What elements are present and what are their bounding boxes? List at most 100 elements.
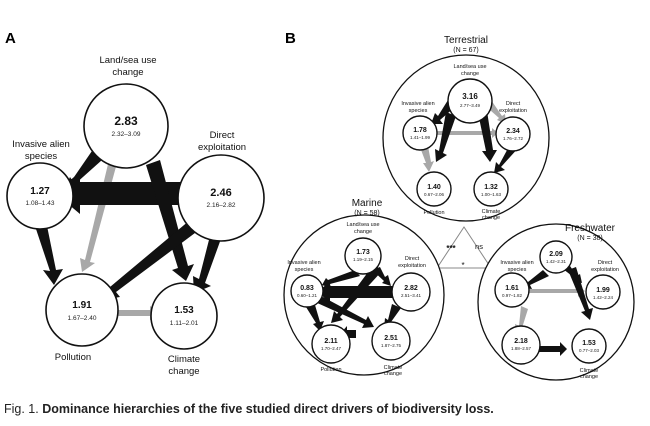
node-value: 1.27 [30,186,50,197]
node-ci: 1.88–2.57 [511,346,532,351]
node-a-direct: 2.46 2.16–2.82 [177,154,265,242]
node-value: 3.16 [462,92,478,101]
caption-fig-number: Fig. 1. [4,402,39,416]
label-m-direct-1: Direct [405,256,420,262]
node-ci: 1.67–2.40 [68,315,97,322]
node-value: 1.78 [413,127,427,134]
figure: A 2.83 2.32–3.09 Land/sea use change 2.4… [5,30,635,381]
label-t-climate-1: Climate [482,209,501,215]
label-f-climate-1: Climate [580,368,599,374]
node-value: 0.83 [300,285,314,292]
node-ci: 2.16–2.82 [207,202,236,209]
node-value: 2.83 [114,114,138,128]
title-freshwater: Freshwater [565,223,616,234]
caption-title: Dominance hierarchies of the five studie… [42,402,494,416]
node-ci: 0.60–1.21 [297,293,318,298]
node-value: 1.53 [174,305,194,316]
label-t-land-1: Land/sea use [453,64,486,70]
node-value: 1.53 [582,340,596,347]
panel-b-letter: B [285,30,296,47]
label-f-invasive-2: species [508,267,527,273]
node-value: 1.99 [596,287,610,294]
arrow-f-pollution-climate [537,342,567,356]
label-m-invasive-2: species [295,267,314,273]
node-ci: 1.08–1.43 [26,200,55,207]
label-m-climate-1: Climate [384,365,403,371]
arrow-t-land-climate [478,111,497,162]
node-t-climate: 1.32 1.00–1.63 [473,171,509,207]
label-m-pollution: Pollution [320,367,341,373]
arrow-land-to-pollution [80,160,117,272]
label-t-direct-1: Direct [506,101,521,107]
node-m-direct: 2.82 2.51–3.41 [391,272,431,312]
arrow-t-invasive-direct [436,128,498,138]
arrow-f-land-climate [568,267,593,320]
node-f-direct: 1.99 1.42–2.24 [585,274,621,310]
arrow-m-land-invasive [322,270,360,288]
node-value: 1.32 [484,184,498,191]
node-ci: 1.70–2.47 [321,346,342,351]
node-ci: 1.42–2.24 [593,295,614,300]
label-m-land-2: change [354,229,372,235]
panel-a: A 2.83 2.32–3.09 Land/sea use change 2.4… [5,30,265,377]
label-a-climate-2: change [168,366,199,377]
node-f-pollution: 2.18 1.88–2.57 [501,325,541,365]
node-ci: 0.77–2.03 [579,348,600,353]
label-a-invasive-2: species [25,151,57,162]
arrow-pollution-to-climate [116,306,160,320]
label-a-invasive-1: Invasive alien [12,139,70,150]
n-marine: (N = 58) [354,210,379,217]
node-ci: 1.19–2.15 [353,257,374,262]
n-terrestrial: (N = 67) [453,47,478,54]
arrow-m-invasive-pollution [306,305,324,331]
node-value: 2.34 [506,128,520,135]
arrow-t-land-pollution [435,112,456,162]
node-m-pollution: 2.11 1.70–2.47 [311,324,351,364]
label-a-pollution: Pollution [55,352,91,363]
title-terrestrial: Terrestrial [444,35,488,46]
arrow-land-to-climate [146,160,194,281]
node-value: 2.51 [384,335,398,342]
label-t-land-2: change [461,71,479,77]
node-ci: 1.11–2.01 [170,320,199,327]
label-t-invasive-1: Invasive alien [401,101,434,107]
node-ci: 0.67–2.06 [424,192,445,197]
node-ci: 1.87–2.75 [381,343,402,348]
mark-right: ns [475,242,483,251]
node-value: 1.40 [427,184,441,191]
label-m-invasive-1: Invasive alien [287,260,320,266]
node-t-pollution: 1.40 0.67–2.06 [416,171,452,207]
node-t-land: 3.16 2.77–3.49 [447,78,493,124]
node-ci: 2.51–3.41 [401,293,422,298]
node-ci: 1.42–2.31 [546,259,567,264]
label-m-climate-2: change [384,371,402,377]
node-a-land: 2.83 2.32–3.09 [83,83,169,169]
node-m-climate: 2.51 1.87–2.75 [371,321,411,361]
arrow-m-invasive-climate [315,297,374,328]
node-value: 1.91 [72,300,92,311]
node-a-pollution: 1.91 1.67–2.40 [45,273,119,347]
label-f-climate-2: change [580,374,598,380]
label-t-pollution: Pollution [423,210,444,216]
subpanel-terrestrial: Terrestrial (N = 67) 3.16 2.77–3.49 Land… [382,35,550,222]
node-ci: 1.00–1.63 [481,192,502,197]
n-freshwater: (N = 38) [577,235,602,242]
label-t-direct-2: exploitation [499,108,527,114]
subpanel-freshwater: Freshwater (N = 38) 2.09 1.42–2.31 1.61 … [477,223,635,381]
node-value: 1.73 [356,249,370,256]
panel-a-letter: A [5,30,16,47]
mark-bottom: * [461,261,464,270]
node-value: 2.18 [514,338,528,345]
node-t-direct: 2.34 1.76–2.72 [495,116,531,152]
node-m-invasive: 0.83 0.60–1.21 [290,274,324,308]
figure-caption: Fig. 1. Dominance hierarchies of the fiv… [4,401,644,417]
center-triangle [436,226,492,269]
arrow-invasive-to-pollution [34,221,63,285]
node-a-invasive: 1.27 1.08–1.43 [6,162,74,230]
node-value: 2.46 [210,187,231,199]
node-ci: 1.41–1.99 [410,135,431,140]
title-marine: Marine [352,198,383,209]
node-a-climate: 1.53 1.11–2.01 [150,282,218,350]
label-a-land-1: Land/sea use [99,55,156,66]
node-value: 1.61 [505,285,519,292]
